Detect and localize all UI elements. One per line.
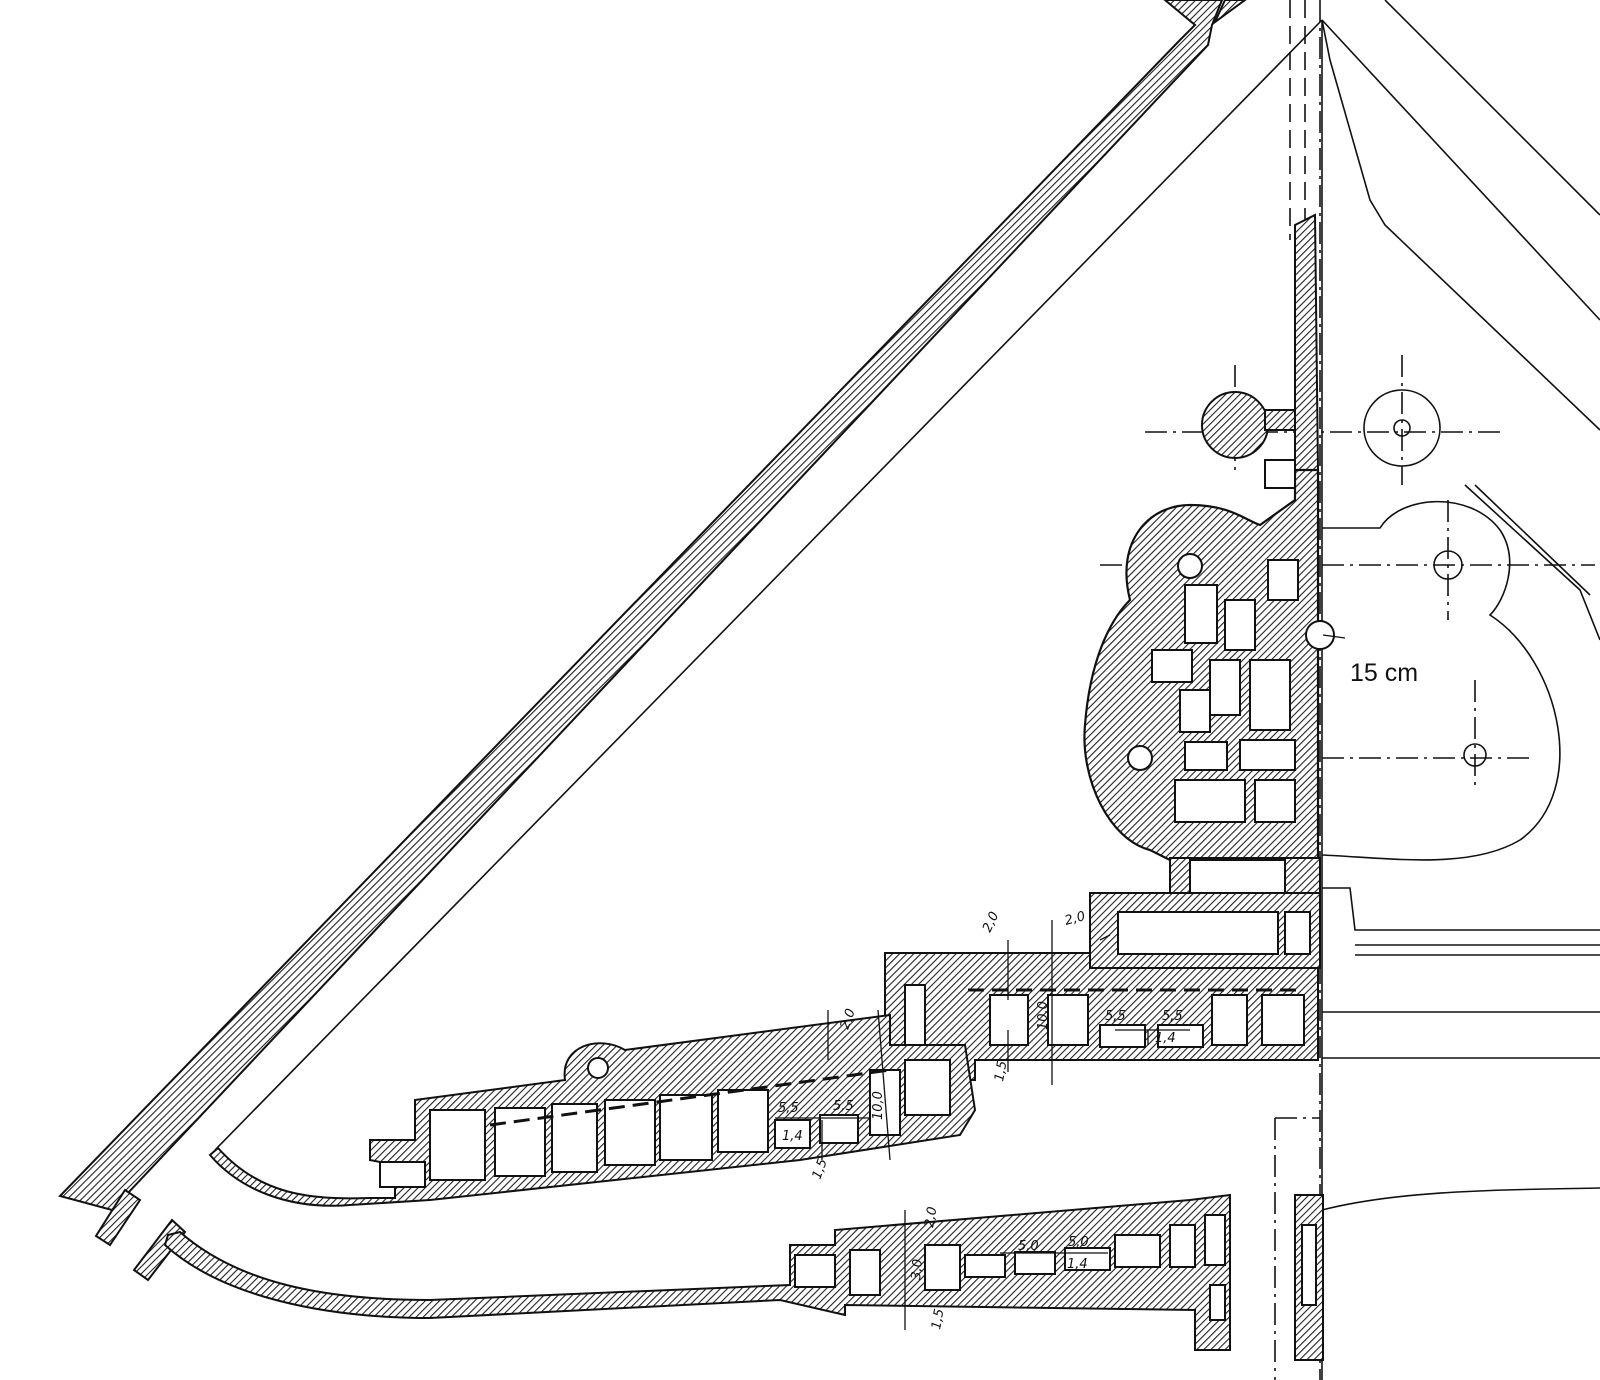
dim-upper-5: 1,4 [1155, 1031, 1176, 1046]
dim-bottom-6: 3,0 [909, 1258, 926, 1280]
dim-upper-4: 5,5 [1162, 1009, 1183, 1024]
thickness-annotation: 15 cm [1350, 659, 1418, 687]
dim-upper-1: 2,0 [980, 910, 1002, 935]
dim-upper-6: 1,5 [992, 1060, 1010, 1083]
dim-lower-2: 5,5 [778, 1101, 799, 1116]
right-structures [1321, 389, 1600, 1211]
dim-bottom-4: 1,4 [1067, 1257, 1088, 1272]
dim-bottom-3: 5,0 [1068, 1235, 1089, 1250]
dim-lower-1: 2,0 [838, 1007, 859, 1032]
lower-wing [208, 1013, 977, 1207]
dim-upper-7: 10,0 [1036, 1001, 1051, 1030]
bottom-wing [163, 1193, 1324, 1361]
dim-bottom-2: 5,0 [1018, 1239, 1039, 1254]
dim-bottom-1: 2,0 [922, 1206, 940, 1229]
road-outline [214, 0, 1600, 1380]
dim-lower-3: 5,5 [833, 1099, 854, 1114]
dimension-markers [775, 634, 1346, 1330]
bastion-complex [1083, 213, 1335, 969]
dimension-labels-upper: 2,0 2,0 5,5 5,5 1,4 1,5 10,0 [980, 909, 1183, 1083]
dim-upper-2: 2,0 [1063, 909, 1087, 929]
dim-lower-5: 1,5 [810, 1157, 831, 1182]
dimension-labels-bottom: 2,0 5,0 5,0 1,4 1,5 3,0 [909, 1206, 1089, 1331]
dim-lower-6: 10,0 [871, 1091, 886, 1120]
dim-lower-4: 1,4 [782, 1129, 803, 1144]
dimension-labels-lower: 2,0 5,5 5,5 1,4 1,5 10,0 [778, 1007, 886, 1182]
dim-bottom-5: 1,5 [929, 1308, 947, 1331]
dim-upper-3: 5,5 [1105, 1009, 1126, 1024]
